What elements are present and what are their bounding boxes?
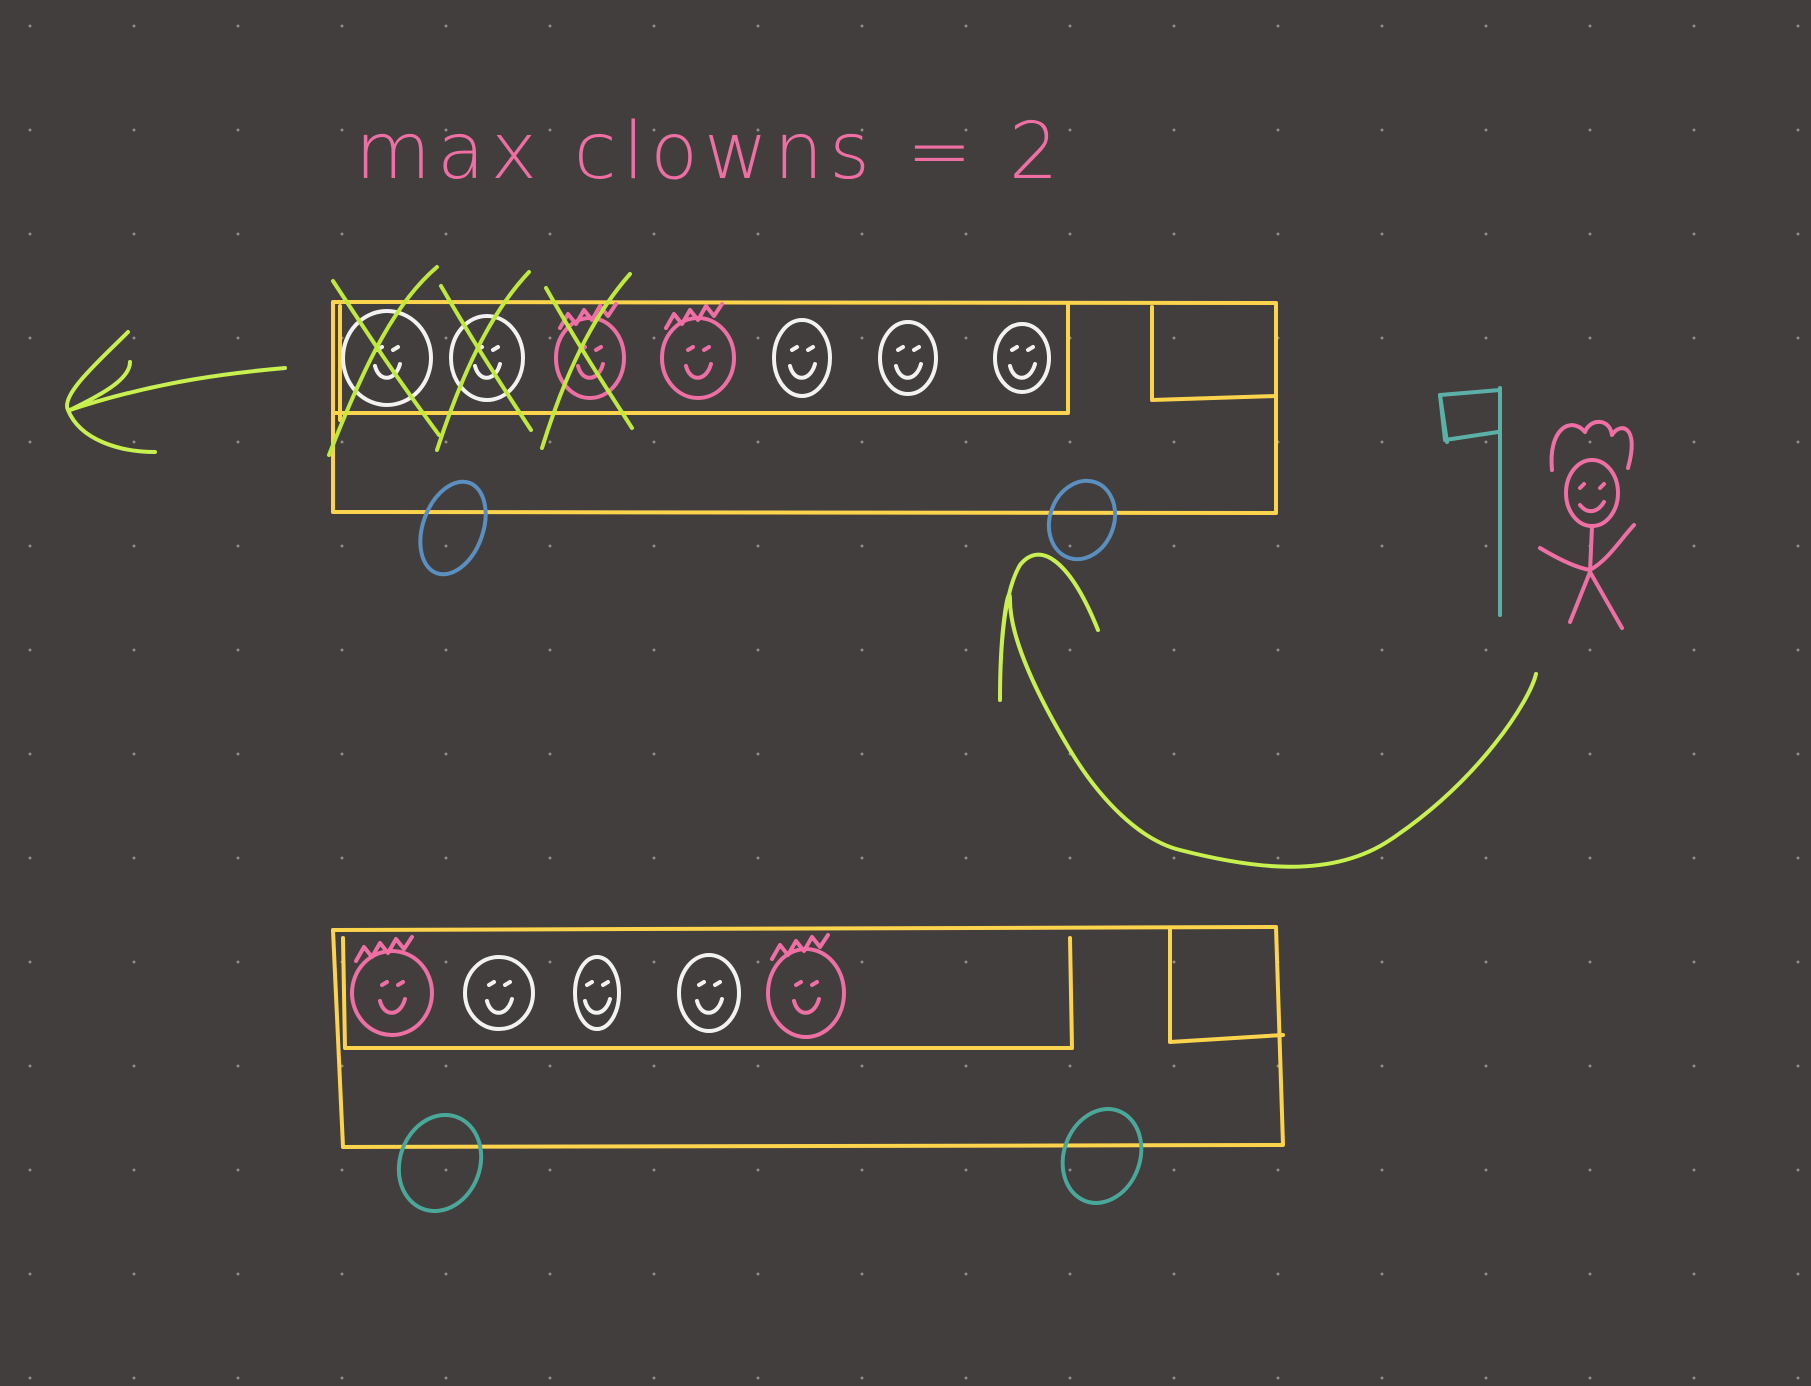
bottom-bus-wheel-front [396, 1112, 484, 1214]
white-clown-face-icon [327, 265, 441, 457]
top-bus-body [331, 300, 1278, 515]
cross-out-mark [540, 272, 634, 450]
arrow-left-icon [65, 330, 287, 454]
white-clown-face-icon [993, 322, 1051, 394]
top-bus-wheel-back [1046, 478, 1118, 562]
pink-clown-face-icon [766, 933, 846, 1039]
pink-clown-face-icon [540, 272, 634, 450]
top-bus-wheel-front [418, 479, 488, 577]
white-clown-face-icon [677, 953, 741, 1033]
flag-icon [1438, 386, 1502, 617]
bottom-bus-clowns [350, 933, 846, 1039]
white-clown-face-icon [463, 955, 535, 1031]
bottom-bus-wheel-back [1060, 1107, 1144, 1205]
caption-max-clowns: max clowns = 2 [355, 107, 1064, 197]
white-clown-face-icon [772, 318, 832, 398]
bottom-bus [331, 925, 1285, 1214]
stick-figure-clown-icon [1538, 419, 1636, 630]
white-clown-face-icon [573, 955, 621, 1031]
pink-clown-face-icon [350, 935, 434, 1037]
pink-clown-face-icon [660, 302, 736, 400]
cross-out-mark [435, 270, 533, 452]
white-clown-face-icon [878, 320, 938, 396]
cross-out-mark [327, 265, 441, 457]
bottom-bus-body [331, 925, 1285, 1149]
curved-arrow-icon [998, 552, 1538, 869]
top-bus [327, 265, 1278, 577]
top-bus-clowns [327, 265, 1051, 457]
white-clown-face-icon [435, 270, 533, 452]
